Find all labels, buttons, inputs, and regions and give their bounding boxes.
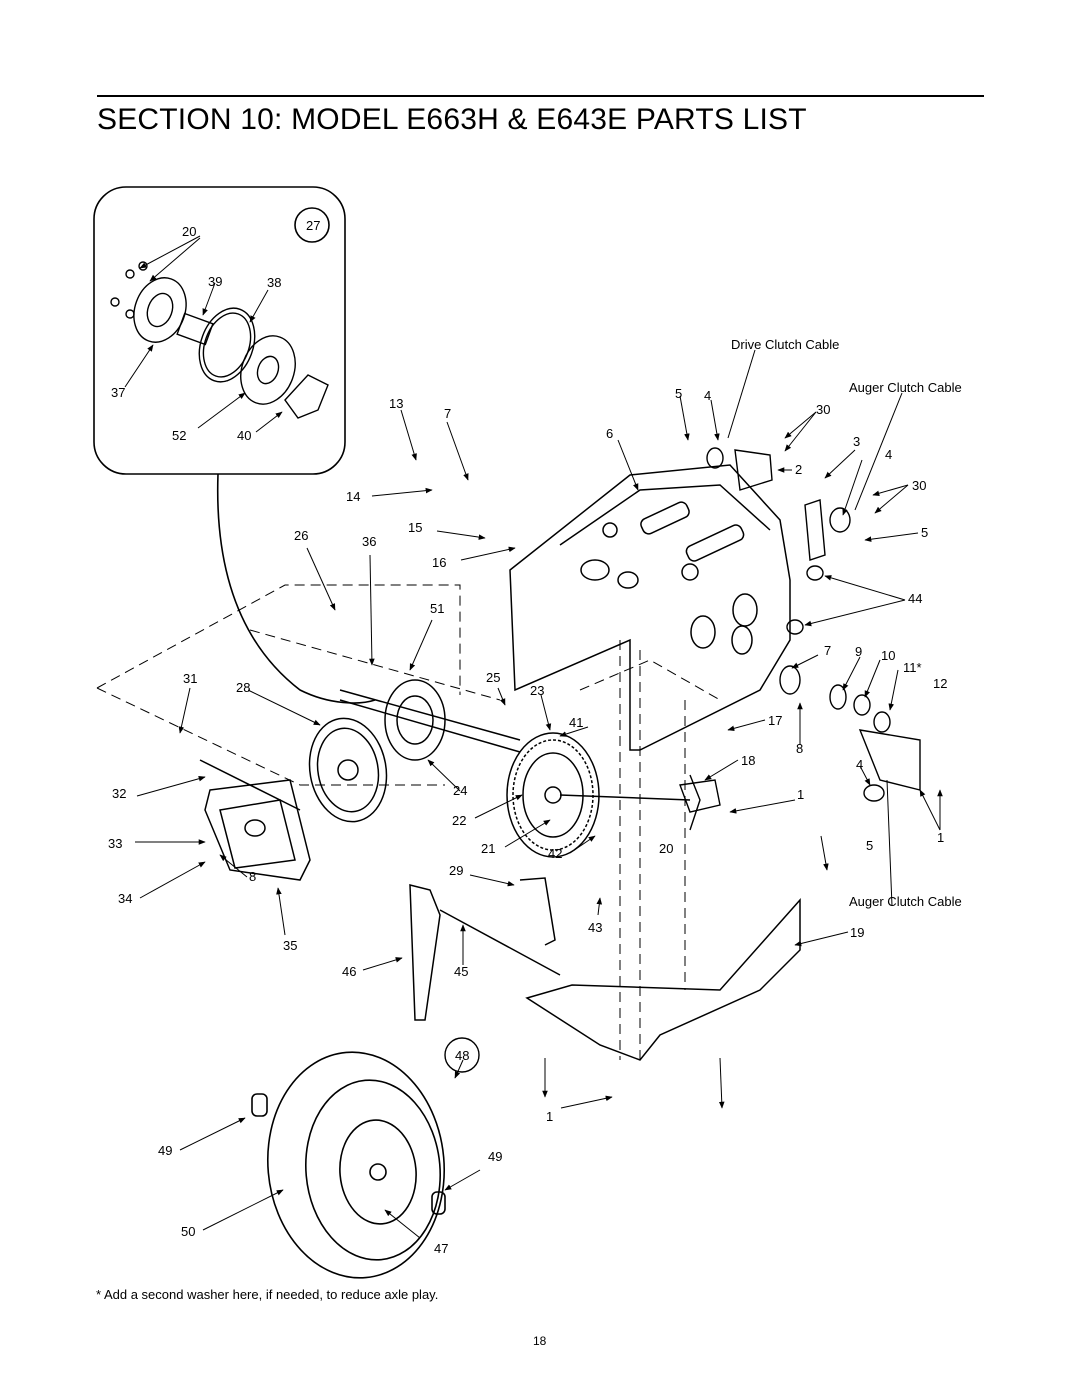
auger-clutch-cable-label-bottom: Auger Clutch Cable <box>849 894 962 909</box>
callout-39: 39 <box>208 274 222 289</box>
callout-46: 46 <box>342 964 356 979</box>
callout-4-c: 4 <box>856 757 863 772</box>
callout-49-b: 49 <box>488 1149 502 1164</box>
callout-4: 4 <box>704 388 711 403</box>
frame-assembly <box>509 464 791 751</box>
impeller-pulley <box>308 679 521 823</box>
shift-lever <box>409 877 561 1021</box>
callout-40: 40 <box>237 428 251 443</box>
drive-gear <box>506 732 691 858</box>
callout-5-b: 5 <box>921 525 928 540</box>
callout-29: 29 <box>449 863 463 878</box>
callout-42: 42 <box>548 846 562 861</box>
title-rule <box>97 95 984 97</box>
callout-43: 43 <box>588 920 602 935</box>
callout-7-b: 7 <box>824 643 831 658</box>
callout-37: 37 <box>111 385 125 400</box>
inset-leader-lines <box>124 235 283 433</box>
callout-1: 1 <box>797 787 804 802</box>
callout-15: 15 <box>408 520 422 535</box>
callout-44: 44 <box>908 591 922 606</box>
callout-41: 41 <box>569 715 583 730</box>
callout-47: 47 <box>434 1241 448 1256</box>
callout-17: 17 <box>768 713 782 728</box>
callout-10: 10 <box>881 648 895 663</box>
callout-4-b: 4 <box>885 447 892 462</box>
callout-20-b: 20 <box>659 841 673 856</box>
callout-30-b: 30 <box>912 478 926 493</box>
dashed-assembly-guides <box>96 584 721 1060</box>
callout-52: 52 <box>172 428 186 443</box>
wheel-assembly <box>251 1051 446 1279</box>
auger-clutch-cable-label-top: Auger Clutch Cable <box>849 380 962 395</box>
axle-play-footnote: * Add a second washer here, if needed, t… <box>96 1287 439 1302</box>
callout-24: 24 <box>453 783 467 798</box>
callout-35: 35 <box>283 938 297 953</box>
callout-14: 14 <box>346 489 360 504</box>
callout-18: 18 <box>741 753 755 768</box>
callout-38: 38 <box>267 275 281 290</box>
callout-32: 32 <box>112 786 126 801</box>
callout-33: 33 <box>108 836 122 851</box>
callout-31: 31 <box>183 671 197 686</box>
drive-plate <box>199 759 311 881</box>
callout-5: 5 <box>675 386 682 401</box>
callout-22: 22 <box>452 813 466 828</box>
callout-11: 11* <box>903 660 922 675</box>
callout-21: 21 <box>481 841 495 856</box>
callout-3: 3 <box>853 434 860 449</box>
callout-48: 48 <box>455 1048 469 1063</box>
callout-16: 16 <box>432 555 446 570</box>
callout-34: 34 <box>118 891 132 906</box>
callout-49: 49 <box>158 1143 172 1158</box>
cable-leaders <box>727 349 903 907</box>
callout-13: 13 <box>389 396 403 411</box>
drive-clutch-cable-label: Drive Clutch Cable <box>731 337 839 352</box>
callout-50: 50 <box>181 1224 195 1239</box>
callout-8-b: 8 <box>796 741 803 756</box>
callout-7: 7 <box>444 406 451 421</box>
callout-9: 9 <box>855 644 862 659</box>
inset-parts <box>110 261 329 419</box>
page-title: SECTION 10: MODEL E663H & E643E PARTS LI… <box>97 103 807 136</box>
callout-1-b: 1 <box>937 830 944 845</box>
leader-lines <box>135 395 943 1239</box>
callout-48-circle <box>444 1037 480 1073</box>
callout-51: 51 <box>430 601 444 616</box>
callout-30: 30 <box>816 402 830 417</box>
callout-20: 20 <box>182 224 196 239</box>
callout-2: 2 <box>795 462 802 477</box>
callout-8: 8 <box>249 869 256 884</box>
callout-26: 26 <box>294 528 308 543</box>
page-number: 18 <box>533 1334 547 1348</box>
bottom-plate <box>525 898 801 1061</box>
callout-36: 36 <box>362 534 376 549</box>
callout-45: 45 <box>454 964 468 979</box>
callout-27: 27 <box>306 218 320 233</box>
callout-5-c: 5 <box>866 838 873 853</box>
callout-19: 19 <box>850 925 864 940</box>
callout-12: 12 <box>933 676 947 691</box>
callout-25: 25 <box>486 670 500 685</box>
callout-1-c: 1 <box>546 1109 553 1124</box>
inset-detail-box <box>93 186 376 704</box>
callout-28: 28 <box>236 680 250 695</box>
callout-6: 6 <box>606 426 613 441</box>
callout-23: 23 <box>530 683 544 698</box>
